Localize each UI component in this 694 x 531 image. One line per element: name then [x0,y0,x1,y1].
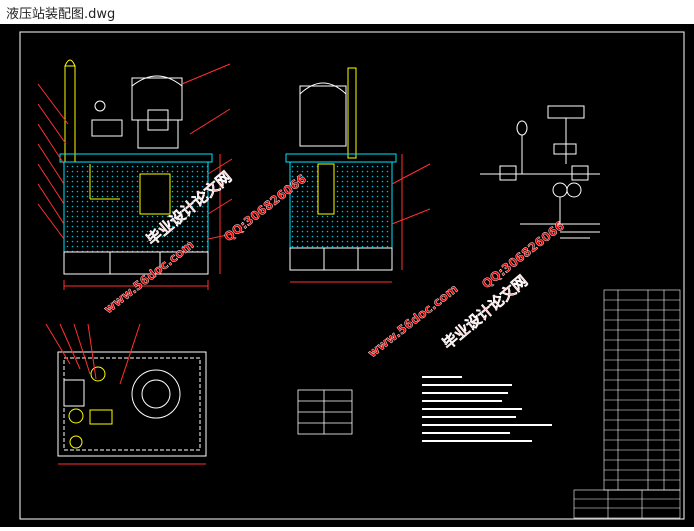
front-view [37,59,233,290]
watermark-group-right: www.56doc.com QQ:306826066 毕业设计论文网 [365,218,567,360]
title-bar: 液压站装配图.dwg [0,0,694,24]
parts-list [603,289,681,491]
window-title: 液压站装配图.dwg [6,7,116,22]
spec-table [297,389,353,435]
side-view [285,67,431,283]
title-block [573,489,681,519]
drawing-border [19,31,685,520]
technical-notes [422,376,552,442]
drawing-canvas[interactable]: www.56doc.com 毕业设计论文网 QQ:306826066 www.5… [0,24,694,527]
cad-viewport[interactable]: www.56doc.com 毕业设计论文网 QQ:306826066 www.5… [0,24,694,527]
hydraulic-schematic [480,105,600,239]
top-view [45,323,207,465]
